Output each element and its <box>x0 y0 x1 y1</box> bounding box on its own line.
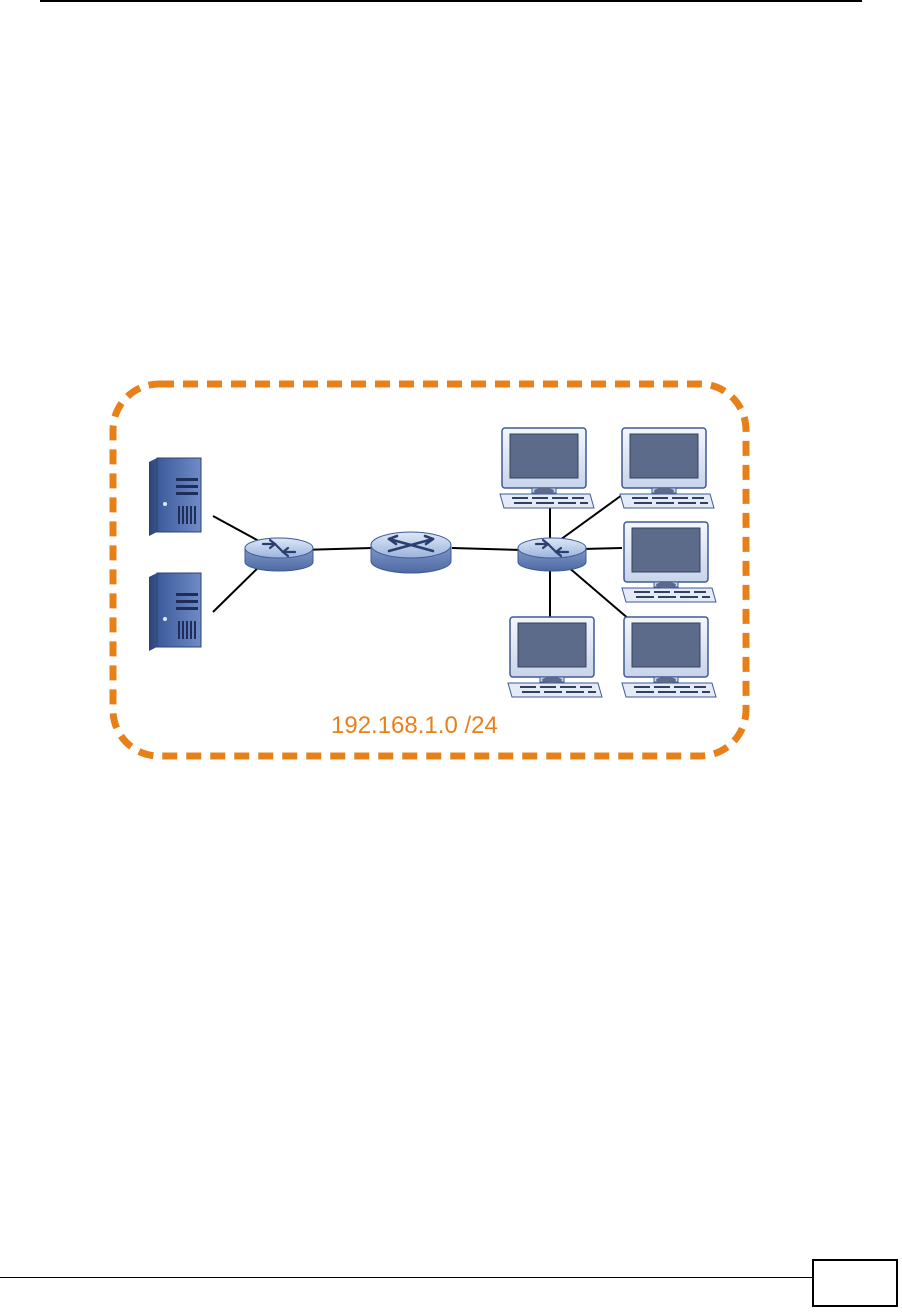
link-router-switch <box>452 548 522 550</box>
subnet-label: 192.168.1.0 /24 <box>331 712 498 739</box>
link-switch-pc3 <box>582 548 622 549</box>
computer-icon <box>622 522 716 602</box>
footer-rule <box>0 1277 812 1278</box>
switch-icon <box>518 538 586 571</box>
server-icon <box>149 573 201 651</box>
switch-icon <box>245 538 313 571</box>
server-icon <box>149 458 201 536</box>
computer-icon <box>500 428 594 508</box>
computer-icon <box>620 428 714 508</box>
page-number-box <box>812 1259 898 1307</box>
router-icon <box>371 532 451 573</box>
computer-icon <box>622 617 716 697</box>
computer-icon <box>508 617 602 697</box>
